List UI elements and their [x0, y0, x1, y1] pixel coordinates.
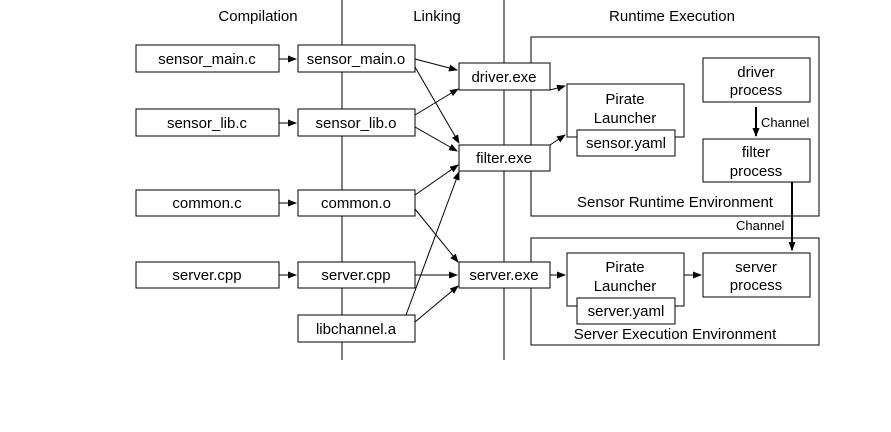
filter-process: [702, 138, 811, 183]
server-process: [702, 252, 811, 298]
node-sensor-lib-c-label: sensor_lib.c: [167, 115, 248, 132]
node-common-c-label: common.c: [172, 195, 242, 212]
node-server-cpp-obj: [297, 261, 416, 289]
node-server-cpp: [135, 261, 280, 289]
node-common-o: [297, 189, 416, 217]
node-common-c: [135, 189, 280, 217]
sensor-launcher-label-line1: Pirate: [605, 91, 644, 108]
edge-common-to-server: [414, 208, 459, 263]
node-common-o-label: common.o: [321, 195, 391, 212]
node-sensor-lib-c: [135, 108, 280, 137]
compilation-header: Compilation: [218, 8, 297, 25]
edge-sensor-lib-to-driver: [414, 88, 459, 116]
server-yaml-label: server.yaml: [588, 303, 665, 320]
node-libchannel-a: [297, 314, 416, 343]
server-env-title: Server Execution Environment: [574, 326, 777, 343]
server-execution-environment: [530, 237, 820, 346]
server-process-label-line1: server: [735, 259, 777, 276]
linking-header: Linking: [413, 8, 461, 25]
node-server-cpp-label: server.cpp: [172, 267, 241, 284]
filter-process-label-line1: filter: [742, 144, 770, 161]
node-filter-exe: [458, 144, 551, 172]
node-driver-exe-label: driver.exe: [471, 69, 536, 86]
sensor-yaml-label: sensor.yaml: [586, 135, 666, 152]
edge-common-to-filter: [414, 164, 459, 196]
node-sensor-main-c-label: sensor_main.c: [158, 51, 256, 68]
edge-driver-to-launcher: [549, 84, 566, 92]
node-server-exe: [458, 261, 551, 289]
node-libchannel-a-label: libchannel.a: [316, 321, 397, 338]
runtime-header: Runtime Execution: [609, 8, 735, 25]
node-driver-exe: [458, 62, 551, 91]
filter-process-label-line2: process: [730, 163, 783, 180]
node-server-exe-label: server.exe: [469, 267, 538, 284]
node-sensor-main-o: [297, 44, 416, 73]
sensor-pirate-launcher: [566, 83, 685, 138]
sensor-channel-label: Channel: [761, 115, 810, 130]
server-pirate-launcher: [566, 252, 685, 307]
driver-process-label-line1: driver: [737, 64, 775, 81]
node-sensor-main-o-label: sensor_main.o: [307, 51, 405, 68]
node-server-cpp-obj-label: server.cpp: [321, 267, 390, 284]
server-launcher-label-line2: Launcher: [594, 278, 657, 295]
driver-process-label-line2: process: [730, 82, 783, 99]
cross-channel-label: Channel: [736, 218, 785, 233]
edge-sensor-lib-to-filter: [414, 126, 458, 152]
node-filter-exe-label: filter.exe: [476, 150, 532, 167]
server-yaml-config: [576, 297, 676, 325]
edge-libchannel-to-filter: [405, 171, 460, 316]
sensor-runtime-environment: [530, 36, 820, 217]
node-sensor-lib-o-label: sensor_lib.o: [316, 115, 397, 132]
edge-libchannel-to-server: [414, 285, 459, 323]
edge-sensor-main-to-driver: [414, 58, 458, 72]
node-sensor-lib-o: [297, 108, 416, 137]
server-process-label-line2: process: [730, 277, 783, 294]
server-launcher-label-line1: Pirate: [605, 259, 644, 276]
sensor-launcher-label-line2: Launcher: [594, 110, 657, 127]
node-sensor-main-c: [135, 44, 280, 73]
edge-sensor-main-to-filter: [414, 66, 460, 144]
edge-filter-to-launcher: [549, 134, 566, 146]
sensor-yaml-config: [576, 129, 676, 157]
driver-process: [702, 57, 811, 103]
sensor-env-title: Sensor Runtime Environment: [577, 194, 774, 211]
